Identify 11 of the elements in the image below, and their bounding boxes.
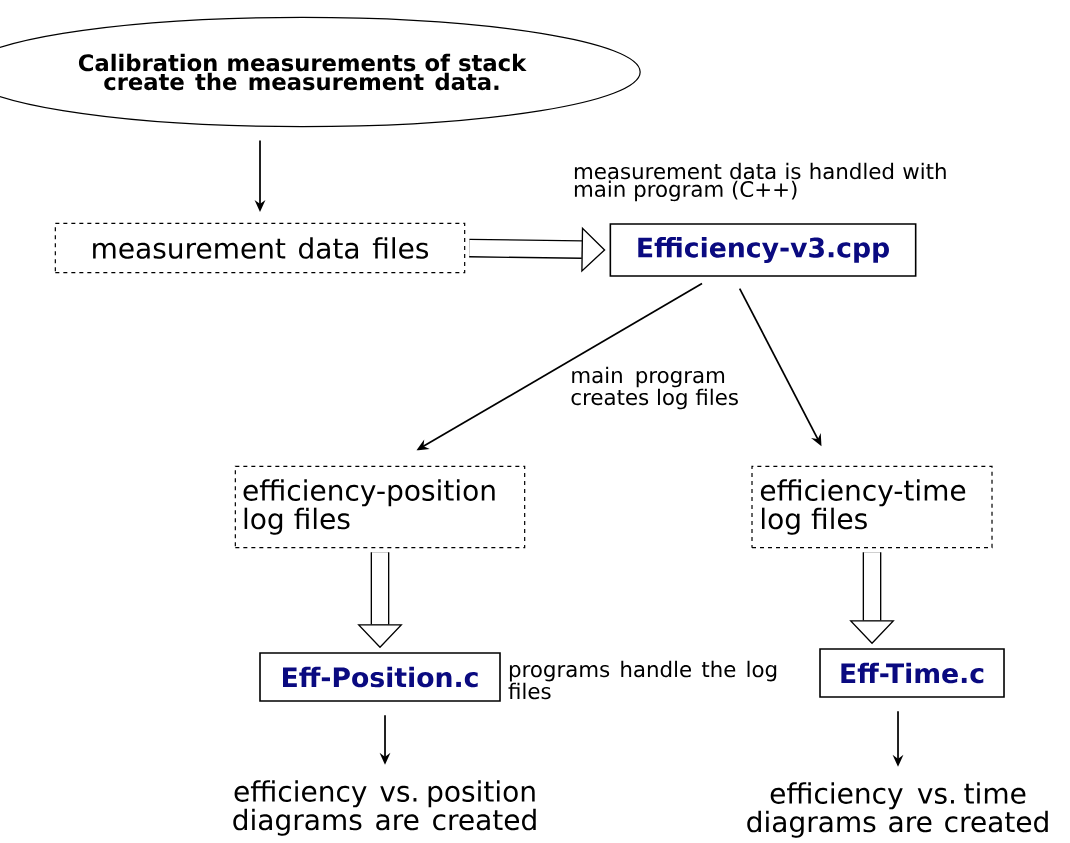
- dashed-box: measurement data files: [54, 222, 466, 274]
- dashed-box: efficiency-position log files: [234, 465, 526, 549]
- caption-text: measurement data is handled with main program (C++): [574, 162, 946, 202]
- program-box: Efficiency-v3.cpp: [609, 223, 917, 277]
- program-box: Eff-Time.c: [819, 648, 1005, 698]
- result-text: efficiency vs. time diagrams are created: [747, 782, 1048, 838]
- result-text: efficiency vs. position diagrams are created: [233, 780, 536, 836]
- note-text: main program creates log files: [571, 366, 738, 410]
- dashed-box: efficiency-time log files: [751, 465, 993, 549]
- note-text: programs handle the log files: [508, 660, 777, 700]
- program-box: Eff-Position.c: [259, 652, 501, 702]
